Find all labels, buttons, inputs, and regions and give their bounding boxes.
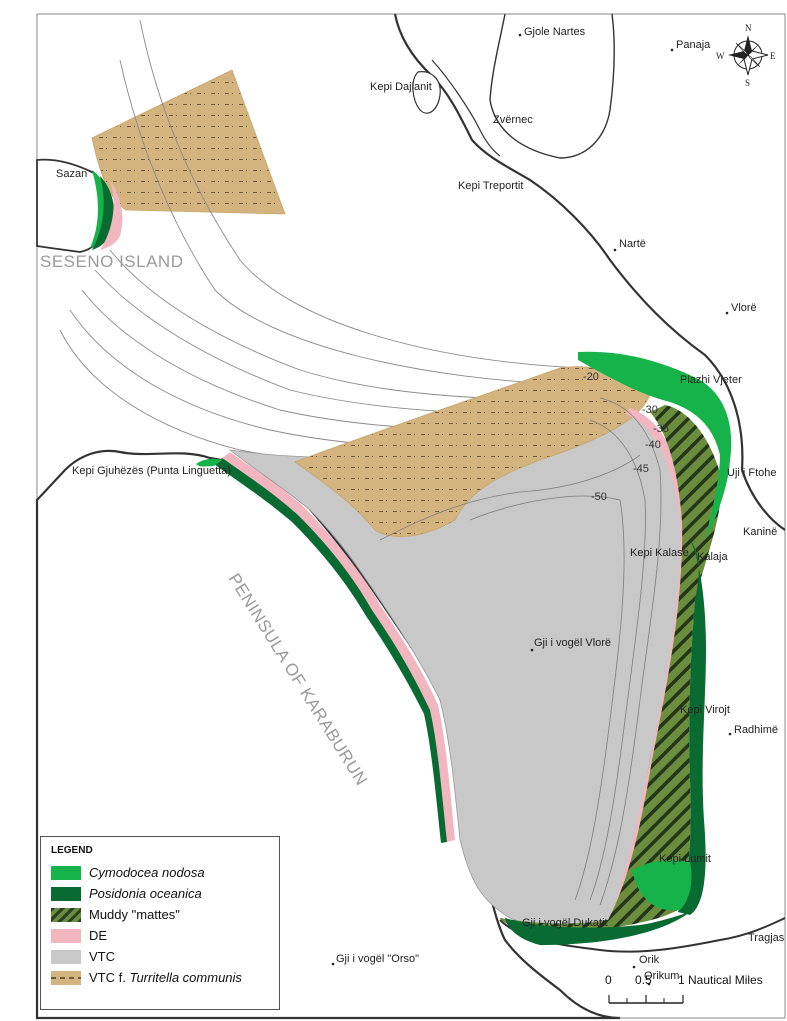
scale-ruler: [608, 995, 684, 1004]
legend-swatch-turritella: [51, 970, 81, 985]
place-dots: [331, 33, 732, 986]
depth-contours: [379, 397, 662, 906]
place-panaja: Panaja: [676, 39, 711, 51]
compass-rose: N S E W: [716, 23, 776, 88]
zone-cymodocea-south: [632, 860, 692, 911]
legend-label-posidonia: Posidonia oceanica: [89, 886, 202, 901]
legend-row-turritella: VTC f. Turritella communis: [51, 967, 269, 988]
legend-title: LEGEND: [51, 845, 93, 856]
legend-row-cymodocea: Cymodocea nodosa: [51, 862, 269, 883]
place-zvernec: Zvërnec: [493, 114, 533, 126]
land-narte-inner: [489, 13, 615, 159]
zone-cymodocea-west: [196, 458, 222, 467]
legend-row-mattes: Muddy "mattes": [51, 904, 269, 925]
depth-label-20: -20: [583, 371, 599, 383]
legend-label-mattes: Muddy "mattes": [89, 907, 180, 922]
zone-sazan-posidonia: [92, 176, 115, 250]
depth-label-50: -50: [591, 491, 607, 503]
place-vlore: Vlorë: [731, 302, 757, 314]
lagoon-island: [412, 71, 441, 114]
compass-s: S: [745, 78, 750, 88]
zone-cymodocea-east: [578, 351, 732, 540]
place-kepi-treportit: Kepi Treportit: [458, 180, 523, 192]
place-orikum: Orikum: [644, 970, 679, 982]
legend-row-posidonia: Posidonia oceanica: [51, 883, 269, 904]
place-uji-i-ftohe: Uji i Ftohe: [727, 467, 777, 479]
compass-e: E: [770, 51, 776, 61]
compass-w: W: [716, 51, 725, 61]
zone-posidonia-south: [505, 912, 690, 945]
place-narte: Nartë: [619, 238, 646, 250]
depth-label-35: -35: [653, 423, 669, 435]
legend-label-de: DE: [89, 928, 108, 943]
legend-row-vtc: VTC: [51, 946, 269, 967]
place-orik: Orik: [639, 954, 660, 966]
place-kalaja: Kalaja: [697, 551, 728, 563]
legend-row-de: DE: [51, 925, 269, 946]
scale-tick-1: 1 Nautical Miles: [678, 973, 763, 987]
legend-label-cymodocea: Cymodocea nodosa: [89, 865, 205, 880]
zone-posidonia-east: [678, 540, 706, 915]
legend-swatch-vtc: [51, 949, 81, 964]
place-tragjas: Tragjas: [748, 932, 785, 944]
legend-label-turritella-species: Turritella communis: [129, 970, 242, 985]
legend: LEGEND Cymodocea nodosa Posidonia oceani…: [40, 836, 280, 1010]
place-kepi-gjuhezes: Kepi Gjuhëzës (Punta Linguetta): [72, 465, 231, 477]
scale-tick-0: 0: [605, 973, 612, 987]
place-gji-vogel-orso: Gji i vogël "Orso": [336, 953, 419, 965]
place-kepi-virojt: Kepi Virojt: [680, 704, 730, 716]
scale-bar: 0 0.5 1 Nautical Miles: [605, 973, 785, 1013]
place-sazan: Sazan: [56, 168, 87, 180]
place-kepi-lumit: Kepi Lumit: [659, 853, 711, 865]
lagoon-spit: [431, 59, 501, 157]
place-kepi-dajlanit: Kepi Dajlanit: [370, 81, 432, 93]
place-gji-vogel-vlore: Gji i vogël Vlorë: [534, 637, 611, 649]
place-plazhi-vjeter: Plazhi Vjeter: [680, 374, 742, 386]
place-kepi-kalase: Kepi Kalase: [630, 547, 689, 559]
zone-mattes: [500, 405, 722, 935]
zone-turritella-nw: [91, 69, 286, 215]
depth-label-40: -40: [645, 439, 661, 451]
place-gji-vogel-dukatit: Gji i vogël Dukatit: [522, 917, 608, 929]
legend-swatch-posidonia: [51, 886, 81, 901]
label-seseno-island: SESENO ISLAND: [40, 252, 184, 271]
scale-tick-half: 0.5: [635, 973, 652, 987]
legend-swatch-cymodocea: [51, 865, 81, 880]
zone-turritella-bay: [294, 366, 651, 537]
legend-label-vtc: VTC: [89, 949, 115, 964]
place-gjole-nartes: Gjole Nartes: [524, 26, 586, 38]
depth-label-30: -30: [642, 404, 658, 416]
depth-label-45: -45: [633, 463, 649, 475]
compass-n: N: [745, 23, 752, 33]
place-radhime: Radhimë: [734, 724, 778, 736]
legend-swatch-mattes: [51, 907, 81, 922]
zone-sazan-de: [100, 180, 123, 250]
place-kanine: Kaninë: [743, 526, 777, 538]
legend-swatch-de: [51, 928, 81, 943]
legend-label-turritella-prefix: VTC f.: [89, 970, 126, 985]
